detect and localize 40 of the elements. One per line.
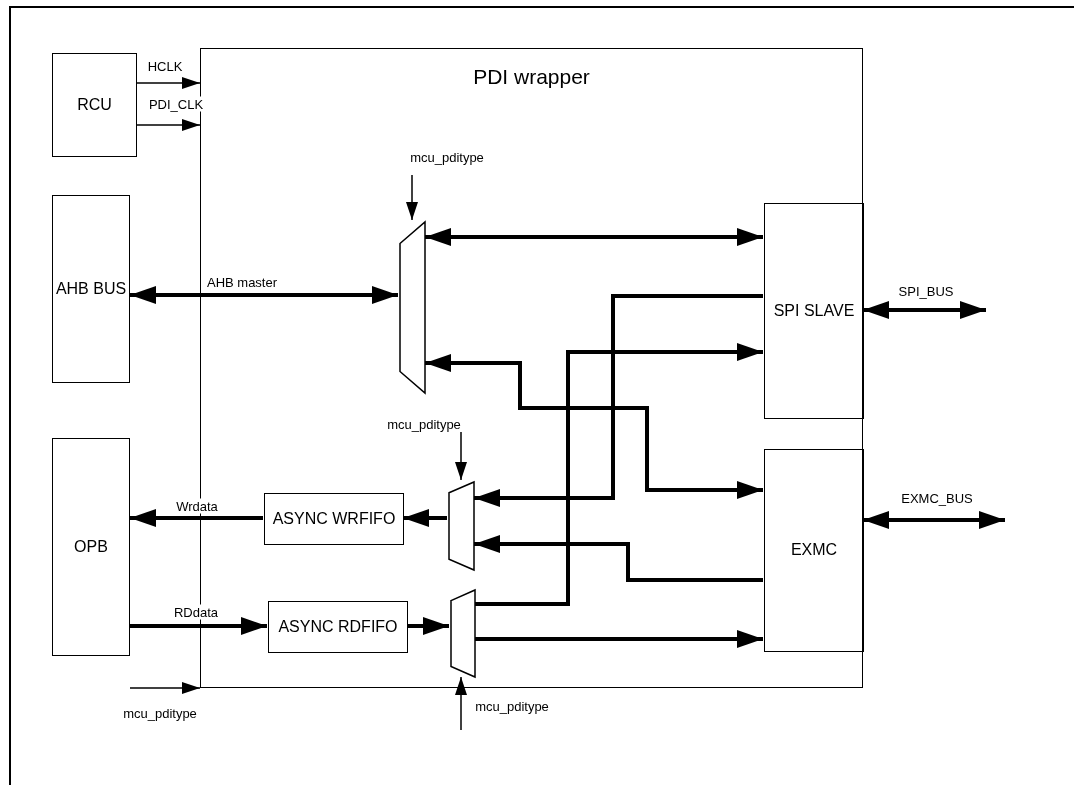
arrow xyxy=(406,174,418,221)
block xyxy=(764,449,864,652)
edge-label: Wrdata xyxy=(175,498,219,514)
arrow xyxy=(136,119,201,131)
arrow xyxy=(455,431,467,481)
arrow xyxy=(474,294,763,507)
mux-symbol xyxy=(448,481,475,571)
arrow xyxy=(474,535,763,582)
block-label: SPI SLAVE xyxy=(773,301,855,321)
block-label: RCU xyxy=(77,95,112,115)
arrow xyxy=(863,301,986,319)
arrow xyxy=(475,630,763,648)
arrow xyxy=(136,77,201,89)
edge-label: RDdata xyxy=(172,604,220,620)
arrow xyxy=(425,228,763,246)
block xyxy=(264,493,404,545)
arrow xyxy=(130,509,263,527)
arrow xyxy=(129,682,201,694)
block xyxy=(52,53,137,157)
block xyxy=(52,438,130,656)
arrow xyxy=(130,617,267,635)
block-title: PDI wrapper xyxy=(472,65,591,89)
block-label: AHB BUS xyxy=(55,279,127,299)
arrow xyxy=(130,286,398,304)
arrow xyxy=(455,676,467,731)
block xyxy=(764,203,864,419)
edge-label: PDI_CLK xyxy=(147,96,205,112)
block-label: ASYNC WRFIFO xyxy=(272,509,396,529)
block-label: OPB xyxy=(74,537,108,557)
arrow xyxy=(863,511,1005,529)
mux-symbol xyxy=(450,589,476,678)
mux-symbol xyxy=(399,221,426,394)
arrow xyxy=(407,617,449,635)
block xyxy=(52,195,130,383)
arrow xyxy=(425,354,763,499)
arrow xyxy=(475,343,763,606)
block-label: ASYNC RDFIFO xyxy=(278,617,398,637)
block-label: EXMC xyxy=(790,541,838,560)
arrow xyxy=(403,509,447,527)
block xyxy=(268,601,408,653)
